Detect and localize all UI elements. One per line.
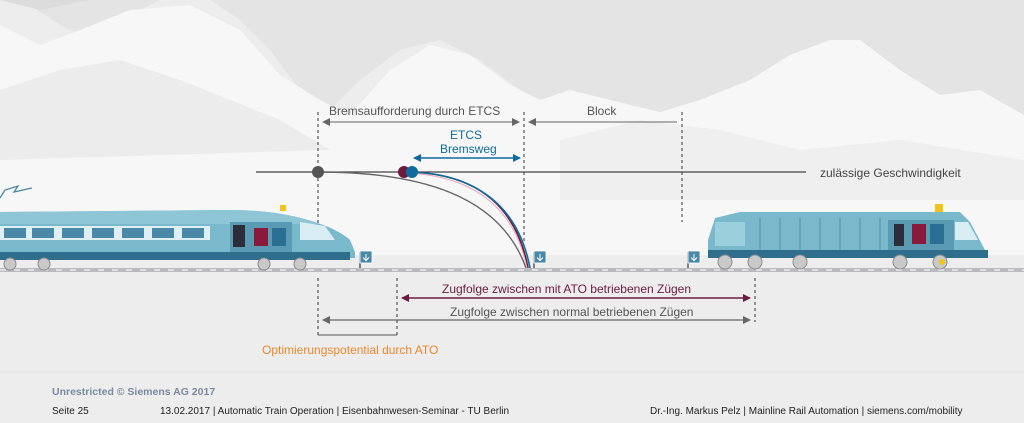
braking-curves: [317, 171, 531, 269]
etcs-label: ETCS: [450, 128, 483, 142]
braking-request-label: Bremsaufforderung durch ETCS: [329, 104, 501, 118]
page-number: Seite 25: [52, 406, 89, 417]
right-train: [708, 204, 988, 270]
signal-marker-2: [533, 250, 547, 268]
headway-ato-label: Zugfolge zwischen mit ATO betriebenen Zü…: [442, 282, 692, 296]
footer-right: Dr.-Ing. Markus Pelz | Mainline Rail Aut…: [650, 406, 963, 417]
braking-distance-label: Bremsweg: [440, 142, 497, 156]
left-train: [0, 184, 355, 271]
braking-point-blue: [406, 166, 418, 178]
signal-marker-3: [687, 250, 701, 268]
top-dashed-lines: [317, 112, 683, 255]
bottom-dashed-lines: [317, 278, 756, 336]
braking-point-grey: [312, 166, 324, 178]
copyright-notice: Unrestricted © Siemens AG 2017: [52, 386, 216, 398]
footer-center: 13.02.2017 | Automatic Train Operation |…: [160, 406, 510, 417]
optimization-potential-label: Optimierungspotential durch ATO: [262, 343, 439, 357]
signal-marker-1: [359, 250, 373, 268]
block-label: Block: [587, 104, 617, 118]
permitted-speed-label: zulässige Geschwindigkeit: [820, 166, 961, 180]
headway-normal-label: Zugfolge zwischen normal betriebenen Züg…: [450, 305, 694, 319]
